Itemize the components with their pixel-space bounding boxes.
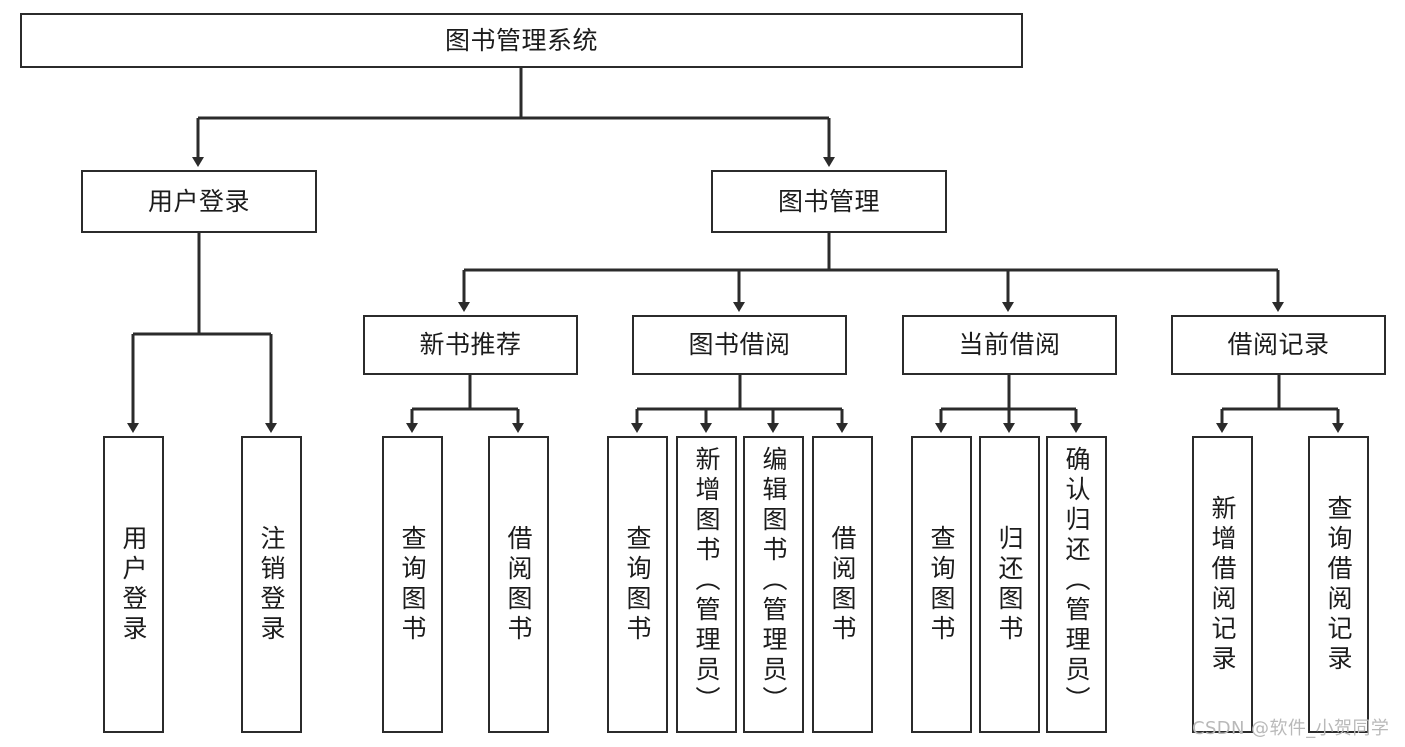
leaf-borrow-record-query-record[interactable]: 查询借阅记录 [1308, 436, 1369, 733]
node-label: 查询图书 [927, 524, 956, 645]
node-label: 新增借阅记录 [1208, 494, 1237, 675]
node-label: 确认归还（管理员） [1062, 446, 1091, 716]
node-label: 图书借阅 [688, 330, 791, 360]
node-label: 图书管理 [777, 186, 880, 216]
node-label: 查询借阅记录 [1324, 494, 1353, 675]
node-current-borrow[interactable]: 当前借阅 [902, 315, 1117, 375]
node-label: 新书推荐 [419, 330, 522, 360]
leaf-new-book-borrow-book[interactable]: 借阅图书 [488, 436, 549, 733]
leaf-current-borrow-return-book[interactable]: 归还图书 [979, 436, 1040, 733]
node-user-login[interactable]: 用户登录 [81, 170, 317, 233]
leaf-book-borrow-query-book[interactable]: 查询图书 [607, 436, 668, 733]
node-label: 用户登录 [147, 186, 250, 216]
node-label: 图书管理系统 [444, 25, 598, 55]
leaf-book-borrow-edit-book-admin[interactable]: 编辑图书（管理员） [743, 436, 804, 733]
node-label: 查询图书 [623, 524, 652, 645]
node-label: 借阅图书 [828, 524, 857, 645]
node-label: 查询图书 [398, 524, 427, 645]
node-label: 编辑图书（管理员） [759, 446, 788, 716]
leaf-book-borrow-add-book-admin[interactable]: 新增图书（管理员） [676, 436, 737, 733]
node-label: 借阅图书 [504, 524, 533, 645]
node-label: 借阅记录 [1227, 330, 1330, 360]
node-label: 新增图书（管理员） [692, 446, 721, 716]
leaf-book-borrow-borrow-book[interactable]: 借阅图书 [812, 436, 873, 733]
leaf-borrow-record-add-record[interactable]: 新增借阅记录 [1192, 436, 1253, 733]
leaf-user-login-login[interactable]: 用户登录 [103, 436, 164, 733]
node-book-management[interactable]: 图书管理 [711, 170, 947, 233]
leaf-new-book-query-book[interactable]: 查询图书 [382, 436, 443, 733]
leaf-current-borrow-query-book[interactable]: 查询图书 [911, 436, 972, 733]
node-book-borrow[interactable]: 图书借阅 [632, 315, 847, 375]
node-label: 用户登录 [119, 524, 148, 645]
node-borrow-record[interactable]: 借阅记录 [1171, 315, 1386, 375]
node-label: 注销登录 [257, 524, 286, 645]
node-root-book-management-system[interactable]: 图书管理系统 [20, 13, 1023, 68]
csdn-watermark: CSDN @软件_小贺同学 [1192, 718, 1390, 739]
node-label: 当前借阅 [958, 330, 1061, 360]
node-label: 归还图书 [995, 524, 1024, 645]
leaf-user-login-logout[interactable]: 注销登录 [241, 436, 302, 733]
leaf-current-borrow-confirm-return-admin[interactable]: 确认归还（管理员） [1046, 436, 1107, 733]
node-new-book-recommend[interactable]: 新书推荐 [363, 315, 578, 375]
